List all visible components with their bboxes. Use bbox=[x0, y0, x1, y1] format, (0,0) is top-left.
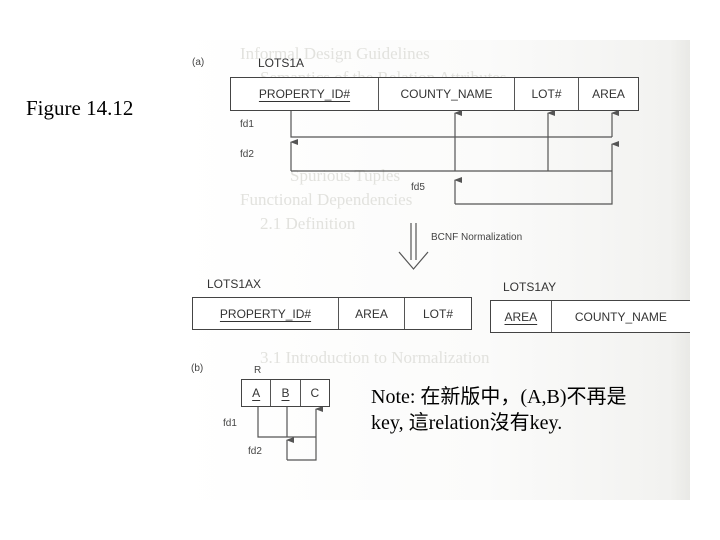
bleed-through-text: Functional Dependencies bbox=[240, 190, 413, 209]
note-line-2: key, 這relation沒有key. bbox=[371, 412, 563, 434]
bleed-through-text: 3.1 Introduction to Normalization bbox=[260, 348, 490, 367]
relation-r: A B C bbox=[241, 379, 330, 407]
attr-area: AREA bbox=[491, 301, 552, 332]
attr-c: C bbox=[310, 386, 320, 400]
figure-label: Figure 14.12 bbox=[26, 96, 134, 120]
attr-a: A bbox=[242, 380, 272, 406]
scanned-page-background bbox=[178, 40, 690, 500]
relation-name-lots1ay: LOTS1AY bbox=[503, 280, 557, 294]
relation-lots1ay: AREA COUNTY_NAME bbox=[490, 300, 690, 333]
relation-name-lots1a: LOTS1A bbox=[258, 56, 305, 70]
fd2-label: fd2 bbox=[240, 149, 254, 160]
attr-county-name: COUNTY_NAME bbox=[574, 309, 667, 324]
attr-lot: LOT# bbox=[515, 78, 579, 110]
note-text: Note: 在新版中，(A,B)不再是 key, 這relation沒有key. bbox=[371, 384, 701, 436]
bleed-through-text: Informal Design Guidelines bbox=[240, 44, 430, 63]
attr-property-id: PROPERTY_ID# bbox=[231, 78, 379, 110]
attr-county-name: COUNTY_NAME bbox=[379, 78, 515, 110]
attr-property-id: PROPERTY_ID# bbox=[193, 298, 339, 329]
part-a-label: (a) bbox=[192, 57, 205, 68]
fd1-label: fd1 bbox=[240, 119, 254, 130]
attr-lot: LOT# bbox=[422, 306, 453, 321]
fd2-label-b: fd2 bbox=[248, 446, 262, 457]
attr-b: B bbox=[271, 380, 301, 406]
attr-area: AREA bbox=[339, 298, 405, 329]
fd5-label: fd5 bbox=[411, 182, 425, 193]
attr-area: AREA bbox=[592, 87, 625, 101]
fd1-label-b: fd1 bbox=[223, 418, 237, 429]
relation-name-lots1ax: LOTS1AX bbox=[207, 277, 262, 291]
note-line-1: Note: 在新版中，(A,B)不再是 bbox=[371, 386, 627, 408]
part-b-label: (b) bbox=[191, 363, 204, 374]
bcnf-normalization-label: BCNF Normalization bbox=[431, 232, 523, 243]
relation-lots1ax: PROPERTY_ID# AREA LOT# bbox=[192, 297, 472, 330]
relation-name-r: R bbox=[254, 365, 262, 376]
bleed-through-text: 2.1 Definition bbox=[260, 214, 356, 233]
relation-lots1a: PROPERTY_ID# COUNTY_NAME LOT# AREA bbox=[230, 77, 639, 111]
